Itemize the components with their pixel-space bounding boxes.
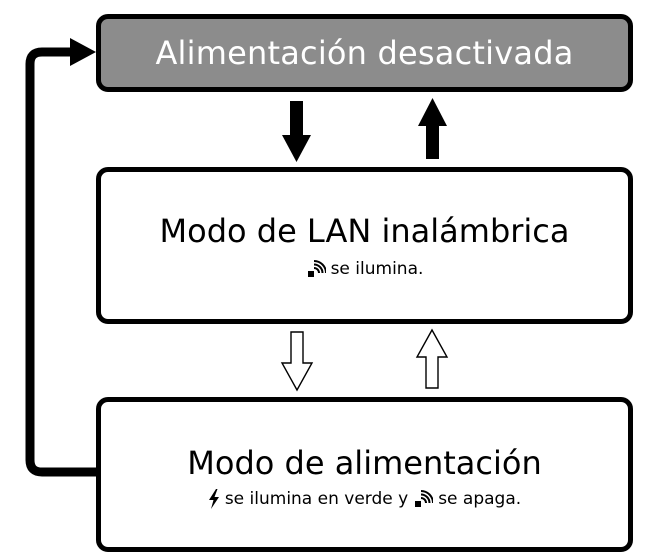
node-power-mode: Modo de alimentación se ilumina en verde… [96, 397, 633, 552]
wifi-signal-icon [307, 260, 326, 277]
node-wireless-lan-mode: Modo de LAN inalámbrica se ilumina. [96, 167, 633, 324]
power-mode-description-part1: se ilumina en verde y [224, 489, 409, 509]
loop-arrowhead [70, 38, 96, 66]
lightning-bolt-icon [208, 489, 219, 509]
arrow-up-outline [415, 328, 449, 389]
node-power-off: Alimentación desactivada [96, 14, 633, 92]
wifi-signal-icon [415, 490, 434, 507]
node-wireless-lan-title: Modo de LAN inalámbrica [159, 212, 570, 250]
wireless-lan-description-text: se ilumina. [330, 259, 424, 279]
power-mode-description-part2: se apaga. [438, 489, 522, 509]
arrow-down-solid [282, 101, 311, 162]
node-power-mode-description: se ilumina en verde y se apaga. [101, 488, 628, 510]
node-power-off-title: Alimentación desactivada [155, 34, 574, 72]
arrow-down-outline [280, 331, 314, 392]
node-wireless-lan-description: se ilumina. [101, 258, 628, 280]
node-power-mode-title: Modo de alimentación [187, 444, 542, 482]
loop-line-power-to-off [25, 47, 97, 477]
arrow-up-solid [418, 98, 447, 159]
